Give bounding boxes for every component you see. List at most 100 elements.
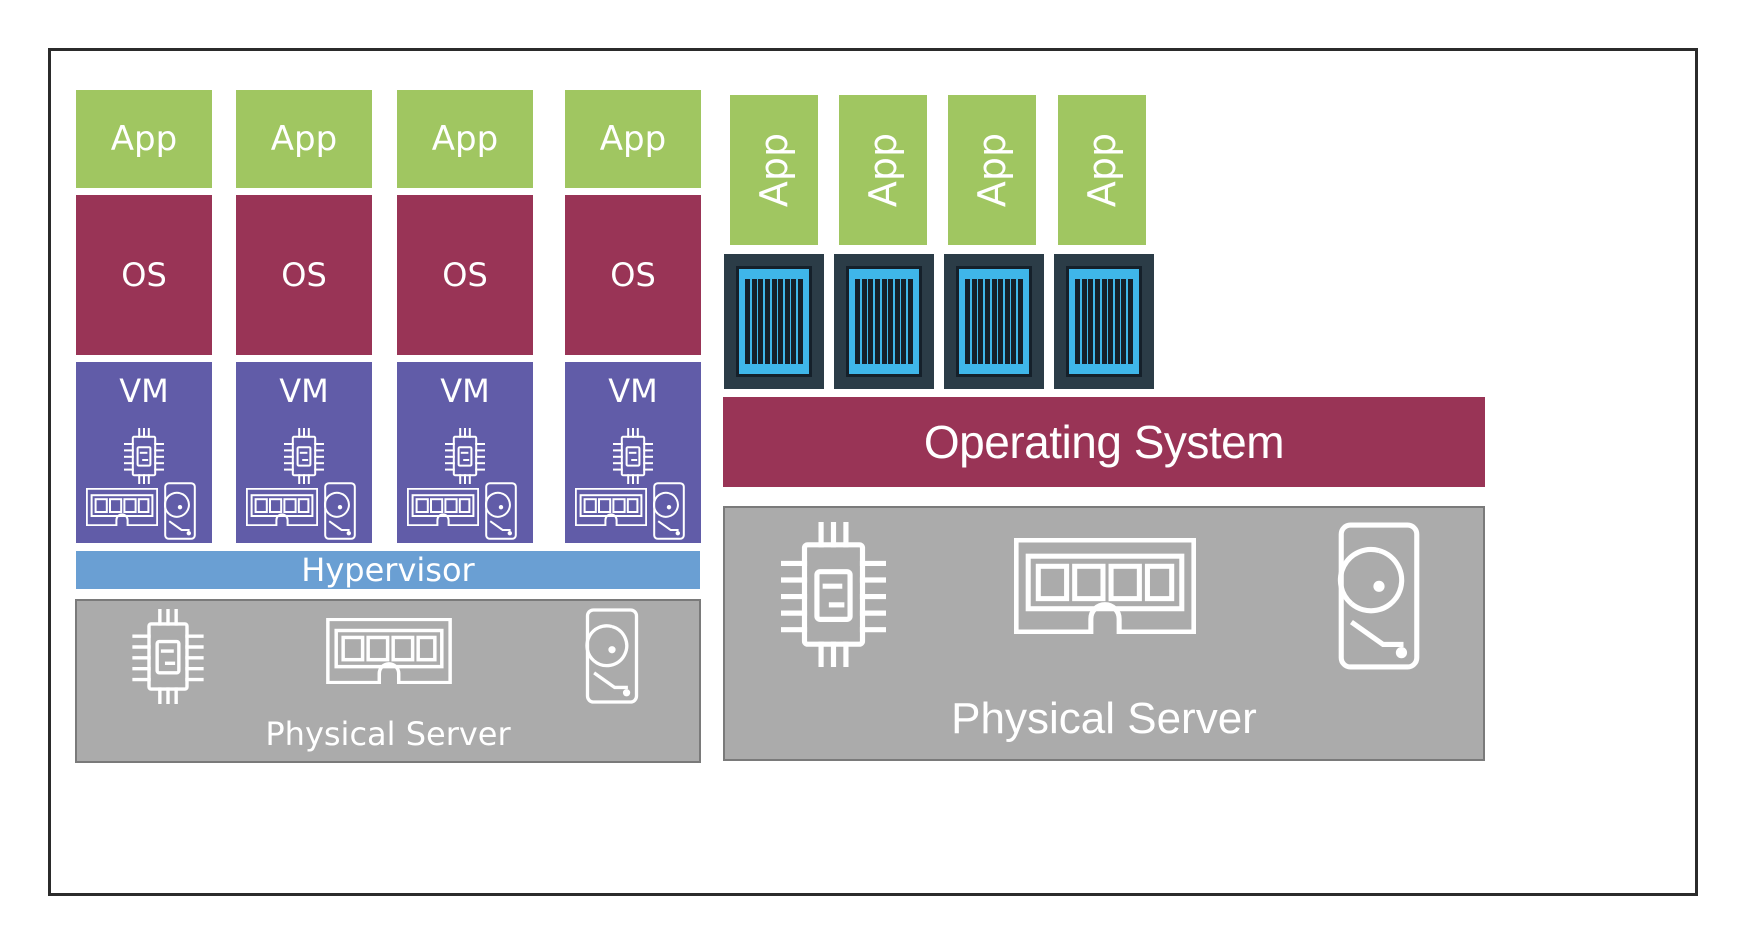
hard-disk-icon bbox=[485, 482, 517, 540]
vm3-app-block: App bbox=[397, 90, 533, 188]
container-slat bbox=[1128, 279, 1133, 364]
vm1-app-block: App bbox=[76, 90, 212, 188]
hard-disk-icon bbox=[1334, 522, 1424, 670]
hard-disk-icon bbox=[164, 482, 196, 540]
container-slat bbox=[1108, 279, 1114, 364]
cpu-chip-icon bbox=[781, 522, 886, 667]
ram-module-icon bbox=[314, 618, 464, 684]
container-slat bbox=[758, 279, 764, 364]
container-slat bbox=[991, 279, 997, 364]
container-slat bbox=[1075, 279, 1080, 364]
container-slat bbox=[978, 279, 984, 364]
operating-system-bar: Operating System bbox=[723, 397, 1485, 487]
container2-app-block: App bbox=[839, 95, 927, 245]
hypervisor-bar: Hypervisor bbox=[76, 551, 700, 589]
cpu-chip-icon bbox=[284, 428, 324, 484]
container2-app-label: App bbox=[861, 132, 905, 208]
container-body bbox=[956, 266, 1032, 377]
container1-app-label: App bbox=[752, 132, 796, 208]
vm3-os-label: OS bbox=[442, 256, 488, 294]
cpu-chip-icon bbox=[123, 609, 213, 704]
container-slat bbox=[888, 279, 894, 364]
vm4-app-label: App bbox=[599, 119, 667, 159]
container-slat bbox=[1094, 279, 1100, 364]
hard-disk-icon bbox=[324, 482, 356, 540]
container-slat bbox=[798, 279, 803, 364]
container-slat bbox=[791, 279, 797, 364]
container-slat bbox=[1088, 279, 1094, 364]
vm1-label: VM bbox=[119, 372, 169, 410]
container4-app-label: App bbox=[1080, 132, 1124, 208]
container-slat bbox=[751, 279, 757, 364]
ram-module-icon bbox=[1014, 538, 1196, 634]
vm2-os-label: OS bbox=[281, 256, 327, 294]
vm1-block: VM bbox=[76, 362, 212, 543]
container-slat bbox=[745, 279, 750, 364]
left-physical-server-label: Physical Server bbox=[265, 715, 511, 753]
vm2-os-block: OS bbox=[236, 195, 372, 355]
vm1-os-label: OS bbox=[121, 256, 167, 294]
container-slat bbox=[874, 279, 880, 364]
container-slat bbox=[965, 279, 970, 364]
container-slat bbox=[784, 279, 790, 364]
ram-module-icon bbox=[575, 488, 647, 526]
container-slat bbox=[868, 279, 874, 364]
container3-app-label: App bbox=[970, 132, 1014, 208]
container-icon bbox=[724, 254, 824, 389]
operating-system-label: Operating System bbox=[923, 416, 1285, 468]
vm3-block: VM bbox=[397, 362, 533, 543]
hard-disk-icon bbox=[575, 608, 649, 704]
container-body bbox=[736, 266, 812, 377]
container-slat bbox=[881, 279, 887, 364]
hard-disk-icon bbox=[653, 482, 685, 540]
container-body bbox=[846, 266, 922, 377]
container-slat bbox=[778, 279, 784, 364]
container-slat bbox=[1011, 279, 1017, 364]
container-icon bbox=[1054, 254, 1154, 389]
container4-app-block: App bbox=[1058, 95, 1146, 245]
vm2-app-label: App bbox=[270, 119, 338, 159]
vm3-app-label: App bbox=[431, 119, 499, 159]
container-slat bbox=[771, 279, 777, 364]
cpu-chip-icon bbox=[124, 428, 164, 484]
container-slat bbox=[908, 279, 913, 364]
ram-module-icon bbox=[246, 488, 318, 526]
container-body bbox=[1066, 266, 1142, 377]
container-slat bbox=[1004, 279, 1010, 364]
vm4-os-label: OS bbox=[610, 256, 656, 294]
left-physical-server: Physical Server bbox=[75, 599, 701, 763]
container-slat bbox=[1081, 279, 1087, 364]
vm4-app-block: App bbox=[565, 90, 701, 188]
container-slat bbox=[984, 279, 990, 364]
container-slat bbox=[894, 279, 900, 364]
ram-module-icon bbox=[86, 488, 158, 526]
container-slat bbox=[971, 279, 977, 364]
container-slat bbox=[855, 279, 860, 364]
cpu-chip-icon bbox=[445, 428, 485, 484]
ram-module-icon bbox=[407, 488, 479, 526]
container-slat bbox=[998, 279, 1004, 364]
container-slat bbox=[861, 279, 867, 364]
hypervisor-label: Hypervisor bbox=[301, 551, 475, 589]
container-slat bbox=[1114, 279, 1120, 364]
container-icon bbox=[944, 254, 1044, 389]
vm4-block: VM bbox=[565, 362, 701, 543]
vm3-os-block: OS bbox=[397, 195, 533, 355]
vm3-label: VM bbox=[440, 372, 490, 410]
right-physical-server-label: Physical Server bbox=[951, 694, 1257, 743]
right-physical-server: Physical Server bbox=[723, 506, 1485, 761]
container-slat bbox=[1101, 279, 1107, 364]
container-slat bbox=[764, 279, 770, 364]
container-icon bbox=[834, 254, 934, 389]
vm1-app-label: App bbox=[110, 119, 178, 159]
container-slat bbox=[901, 279, 907, 364]
vm4-os-block: OS bbox=[565, 195, 701, 355]
cpu-chip-icon bbox=[613, 428, 653, 484]
vm4-label: VM bbox=[608, 372, 658, 410]
vm1-os-block: OS bbox=[76, 195, 212, 355]
container-slat bbox=[1018, 279, 1023, 364]
vm2-label: VM bbox=[279, 372, 329, 410]
container3-app-block: App bbox=[948, 95, 1036, 245]
vm2-block: VM bbox=[236, 362, 372, 543]
container1-app-block: App bbox=[730, 95, 818, 245]
